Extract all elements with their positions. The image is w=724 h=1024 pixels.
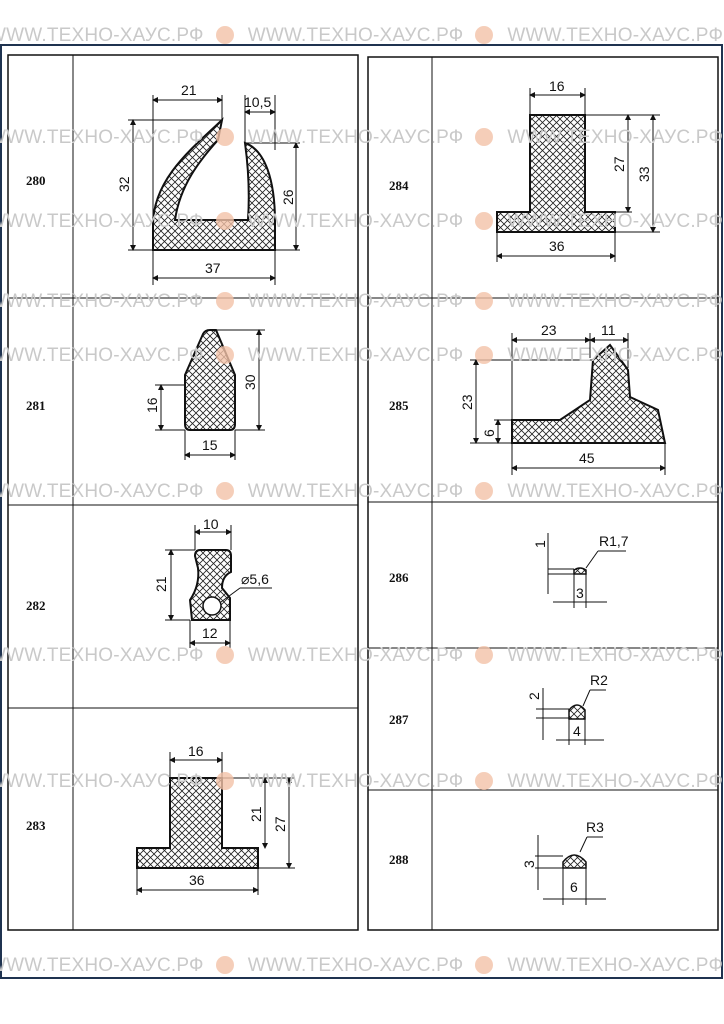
dimension-label: R1,7	[599, 533, 629, 549]
left-table	[7, 54, 359, 931]
dimension-label: 6	[481, 429, 497, 437]
profile-number: 286	[389, 570, 409, 585]
profile-number: 283	[26, 818, 46, 833]
dimension-label: 27	[272, 816, 288, 832]
profile-285-drawing: 23 11 23 6 45	[459, 322, 667, 475]
dimension-label: 27	[611, 156, 627, 172]
dimension-label: 23	[541, 322, 557, 338]
profile-number: 280	[26, 173, 46, 188]
profile-287-drawing: 2 R2 4	[526, 672, 608, 745]
dimension-label: 15	[202, 437, 218, 453]
profile-number: 282	[26, 598, 46, 613]
dimension-label: 36	[549, 238, 565, 254]
profile-288-drawing: 3 R3 6	[521, 819, 606, 905]
outer-frame	[0, 44, 723, 979]
dimension-label: 30	[242, 374, 258, 390]
profile-280-drawing: 21 10,5 32 26 37	[116, 82, 300, 285]
profile-284-drawing: 16 27 33 36	[496, 78, 660, 262]
dimension-label: 16	[188, 743, 204, 759]
dimension-label: 32	[116, 176, 132, 192]
profile-number: 285	[389, 398, 409, 413]
dimension-label: R2	[590, 672, 608, 688]
dimension-label: 33	[636, 166, 652, 182]
dimension-label: 3	[576, 585, 584, 601]
profile-number: 284	[389, 178, 409, 193]
dimension-label: 12	[202, 625, 218, 641]
profile-286-drawing: 1 R1,7 3	[532, 533, 629, 608]
dimension-label: 1	[532, 540, 548, 548]
dimension-label: 2	[526, 692, 542, 700]
profile-number: 287	[389, 712, 409, 727]
dimension-label: 21	[248, 806, 264, 822]
dimension-label: 10	[203, 516, 219, 532]
profile-282-drawing: 10 21 ⌀5,6 12	[153, 516, 272, 648]
dimension-label: 37	[205, 260, 221, 276]
dimension-label: 21	[181, 82, 197, 98]
dimension-label: R3	[586, 819, 604, 835]
dimension-label: 10,5	[244, 94, 271, 110]
dimension-label: 4	[573, 723, 581, 739]
dimension-label: 26	[280, 189, 296, 205]
dimension-label: 16	[549, 78, 565, 94]
profile-number: 281	[26, 398, 46, 413]
dimension-label: 16	[144, 397, 160, 413]
dimension-label: ⌀5,6	[241, 571, 269, 587]
dimension-label: 11	[601, 322, 616, 338]
profile-281-drawing: 30 16 15	[144, 329, 265, 460]
dimension-label: 36	[189, 872, 205, 888]
dimension-label: 23	[459, 394, 475, 410]
dimension-label: 3	[521, 860, 537, 868]
dimension-label: 21	[153, 576, 169, 592]
dimension-label: 45	[579, 450, 595, 466]
profile-number: 288	[389, 852, 409, 867]
profile-283-drawing: 16 21 27 36	[136, 743, 295, 895]
right-table	[367, 56, 719, 931]
dimension-label: 6	[570, 879, 578, 895]
